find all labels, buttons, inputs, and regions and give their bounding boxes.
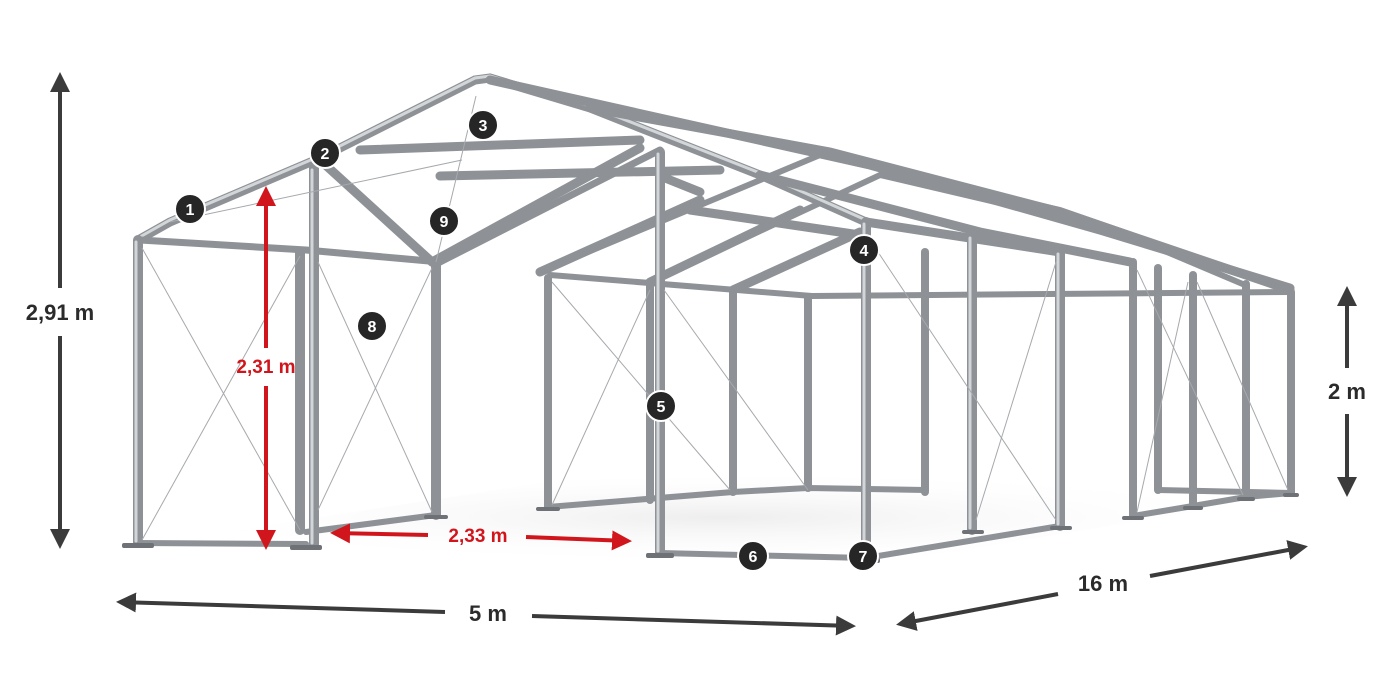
total-height-label: 2,91 m [26,300,95,325]
dimension-bay-spacing: 2,33 m [330,523,632,551]
dimension-width: 5 m [116,592,856,636]
callout-6: 6 [737,540,769,572]
front-uprights-highlight [134,152,1060,558]
tent-frame [122,73,1299,563]
callout-2: 2 [309,137,341,169]
svg-text:2: 2 [321,146,330,163]
dimension-total-height: 2,91 m [26,72,95,549]
svg-text:6: 6 [749,549,758,566]
rear-uprights [544,248,1295,520]
length-label: 16 m [1078,571,1128,596]
svg-text:5: 5 [657,399,666,416]
front-gable [136,146,664,266]
svg-text:1: 1 [186,202,195,219]
bay-spacing-label: 2,33 m [448,526,507,547]
callout-5: 5 [645,390,677,422]
callout-4: 4 [848,234,880,266]
svg-text:7: 7 [859,549,868,566]
callout-3: 3 [467,109,499,141]
svg-text:4: 4 [860,243,869,260]
dimension-length: 16 m [896,540,1308,631]
callout-badges: 1 2 3 4 5 6 7 8 [174,109,880,572]
callout-9: 9 [428,205,460,237]
roof-rafters [133,73,1295,295]
floor-shadow [140,470,1300,565]
dimension-inner-height: 2,31 m [236,186,296,550]
front-uprights [133,147,1065,563]
svg-text:3: 3 [479,118,488,135]
callout-8: 8 [356,310,388,342]
dimension-side-height: 2 m [1328,286,1366,497]
side-height-label: 2 m [1328,379,1366,404]
svg-text:9: 9 [440,214,449,231]
callout-1: 1 [174,193,206,225]
svg-text:8: 8 [368,319,377,336]
callout-7: 7 [847,540,879,572]
inner-height-label: 2,31 m [236,357,295,378]
width-label: 5 m [469,601,507,626]
